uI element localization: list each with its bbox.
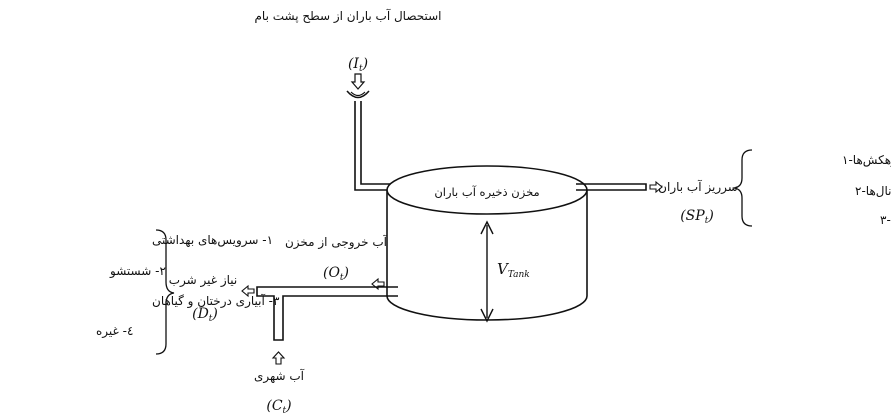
tank-volume-symbol: VTank	[497, 260, 530, 280]
overflow-arrow	[649, 180, 663, 194]
city-water-label: آب شهری	[254, 368, 305, 384]
inlet-funnel-inner	[350, 91, 366, 97]
rooftop-harvest-label: استحصال آب باران از سطح پشت بام	[254, 8, 441, 24]
volume-arrow-head-bottom	[480, 308, 494, 323]
tank-label: مخزن ذخیره آب باران	[434, 185, 539, 200]
volume-arrow-head-top	[480, 220, 494, 235]
overflow-pipe	[576, 183, 647, 191]
rooftop-inflow-symbol: (It)	[348, 56, 368, 74]
demand-label: نیاز غیر شرب	[169, 273, 238, 288]
outflow-pipe	[256, 286, 398, 341]
demand-item-4: ٤- غیره	[96, 324, 133, 339]
outflow-arrow	[371, 277, 385, 291]
demand-item-1: ۱- سرویس‌های بهداشتی	[152, 233, 273, 248]
demand-brace	[155, 229, 175, 355]
overflow-item-1: زهکش‌ها-۱	[842, 153, 891, 168]
demand-item-3: ۳- آبیاری درختان و گیاهان	[152, 293, 280, 309]
rooftop-inflow-arrow	[350, 73, 366, 90]
overflow-brace	[733, 149, 753, 227]
overflow-symbol: (SPt)	[680, 208, 714, 226]
overflow-item-2: جوی‌ها و کانال‌ها-۲	[855, 184, 891, 199]
city-water-arrow	[271, 351, 286, 365]
demand-item-2: ۲- شستشو	[109, 264, 166, 279]
demand-symbol: (Dt)	[192, 306, 218, 324]
outflow-label: آب خروجی از مخزن	[285, 234, 388, 250]
outflow-symbol: (Ot)	[323, 265, 349, 283]
overflow-label: سرریز آب باران	[658, 179, 738, 195]
inlet-funnel	[346, 90, 370, 99]
inlet-pipe	[354, 101, 398, 191]
city-water-symbol: (Ct)	[266, 398, 291, 414]
overflow-item-3: شبکه فاضلابی شهری-۳	[880, 213, 891, 228]
demand-arrow	[241, 284, 255, 298]
